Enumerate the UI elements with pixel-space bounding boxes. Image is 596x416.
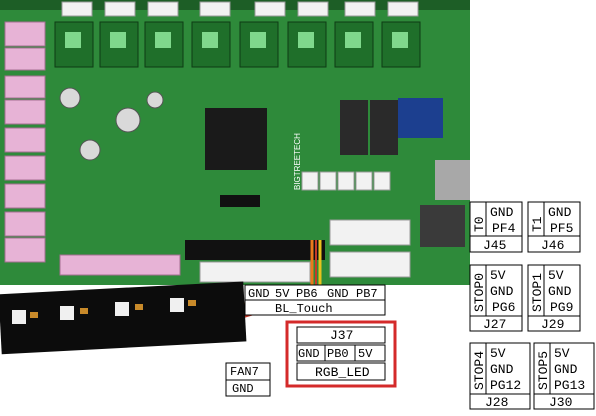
exp-header-2 [370, 100, 398, 155]
led-strip [0, 281, 247, 355]
power-connectors [4, 21, 181, 276]
pin-box-j29: STOP1 5V GND PG9 J29 [527, 264, 581, 332]
pin-box-5-line-0: 5V [554, 346, 570, 361]
pin-box-2-rot: STOP0 [472, 273, 487, 312]
j37-title-cell [296, 326, 386, 344]
pin-box-5-line-2: PG13 [554, 378, 585, 393]
j37-pin-1: PB0 [327, 347, 349, 361]
pin-box-3-line-0: 5V [548, 268, 564, 283]
fan7-gnd-box [225, 379, 271, 397]
pin-box-3-line-1: GND [548, 284, 572, 299]
pin-box-j45: T0 GND PF4 J45 [469, 201, 523, 253]
pin-box-3-line-2: PG9 [550, 300, 573, 315]
pin-box-2-line-2: PG6 [492, 300, 515, 315]
pin-box-5-rot: STOP5 [536, 351, 551, 390]
pin-box-2-footer: J27 [483, 317, 506, 332]
pin-box-j46: T1 GND PF5 J46 [527, 201, 581, 253]
j37-name: RGB_LED [315, 365, 370, 380]
mcu-chip [205, 108, 267, 170]
j37-pin-2: 5V [358, 347, 373, 361]
pin-box-j27: STOP0 5V GND PG6 J27 [469, 264, 523, 332]
stepper-drivers [54, 21, 421, 68]
exp-header-1 [340, 100, 368, 155]
jst-row [199, 171, 411, 283]
ethernet-port [420, 205, 465, 247]
fan7-gnd: GND [232, 382, 254, 396]
pin-box-1-line-1: PF5 [550, 221, 573, 236]
pin-box-4-line-0: 5V [490, 346, 506, 361]
usb-port [435, 160, 470, 200]
pin-box-3-footer: J29 [541, 317, 564, 332]
bltouch-label: BL_Touch [275, 302, 333, 316]
pin-box-5-line-1: GND [554, 362, 578, 377]
header-pin-0: GND [248, 287, 270, 301]
pcb-edge [0, 0, 470, 10]
pin-box-0-footer: J45 [483, 238, 506, 253]
chip-label: BIGTREETECH [293, 133, 302, 190]
fan7-label: FAN7 [230, 365, 259, 379]
pin-box-1-line-0: GND [548, 205, 572, 220]
pin-box-3-rot: STOP1 [530, 273, 545, 312]
pin-box-j28: STOP4 5V GND PG12 J28 [469, 342, 531, 410]
j37-title: J37 [330, 328, 353, 343]
pin-box-4-footer: J28 [485, 395, 508, 410]
pin-box-4-line-2: PG12 [490, 378, 521, 393]
pin-box-j30: STOP5 5V GND PG13 J30 [533, 342, 595, 410]
pin-box-2-line-0: 5V [490, 268, 506, 283]
bltouch-box [244, 299, 386, 316]
header-pin-4: PB7 [356, 287, 378, 301]
capacitors [59, 87, 164, 161]
header-pin-2: PB6 [296, 287, 318, 301]
header-pin-1: 5V [275, 287, 290, 301]
pin-box-0-line-0: GND [490, 205, 514, 220]
pin-box-2-line-1: GND [490, 284, 514, 299]
pin-box-1-footer: J46 [541, 238, 564, 253]
header-pin-3: GND [327, 287, 349, 301]
pin-box-4-rot: STOP4 [472, 351, 487, 390]
pin-box-1-rot: T1 [530, 216, 545, 232]
top-connectors [61, 1, 419, 17]
pin-headers [185, 195, 325, 260]
j37-name-cell [296, 362, 386, 381]
j37-pin-cell-2 [354, 344, 386, 362]
pin-box-5-footer: J30 [549, 395, 572, 410]
j37-pin-0: GND [298, 347, 320, 361]
wifi-module [398, 98, 443, 138]
pin-box-0-line-1: PF4 [492, 221, 516, 236]
pin-box-0-rot: T0 [472, 216, 487, 232]
pin-box-4-line-1: GND [490, 362, 514, 377]
